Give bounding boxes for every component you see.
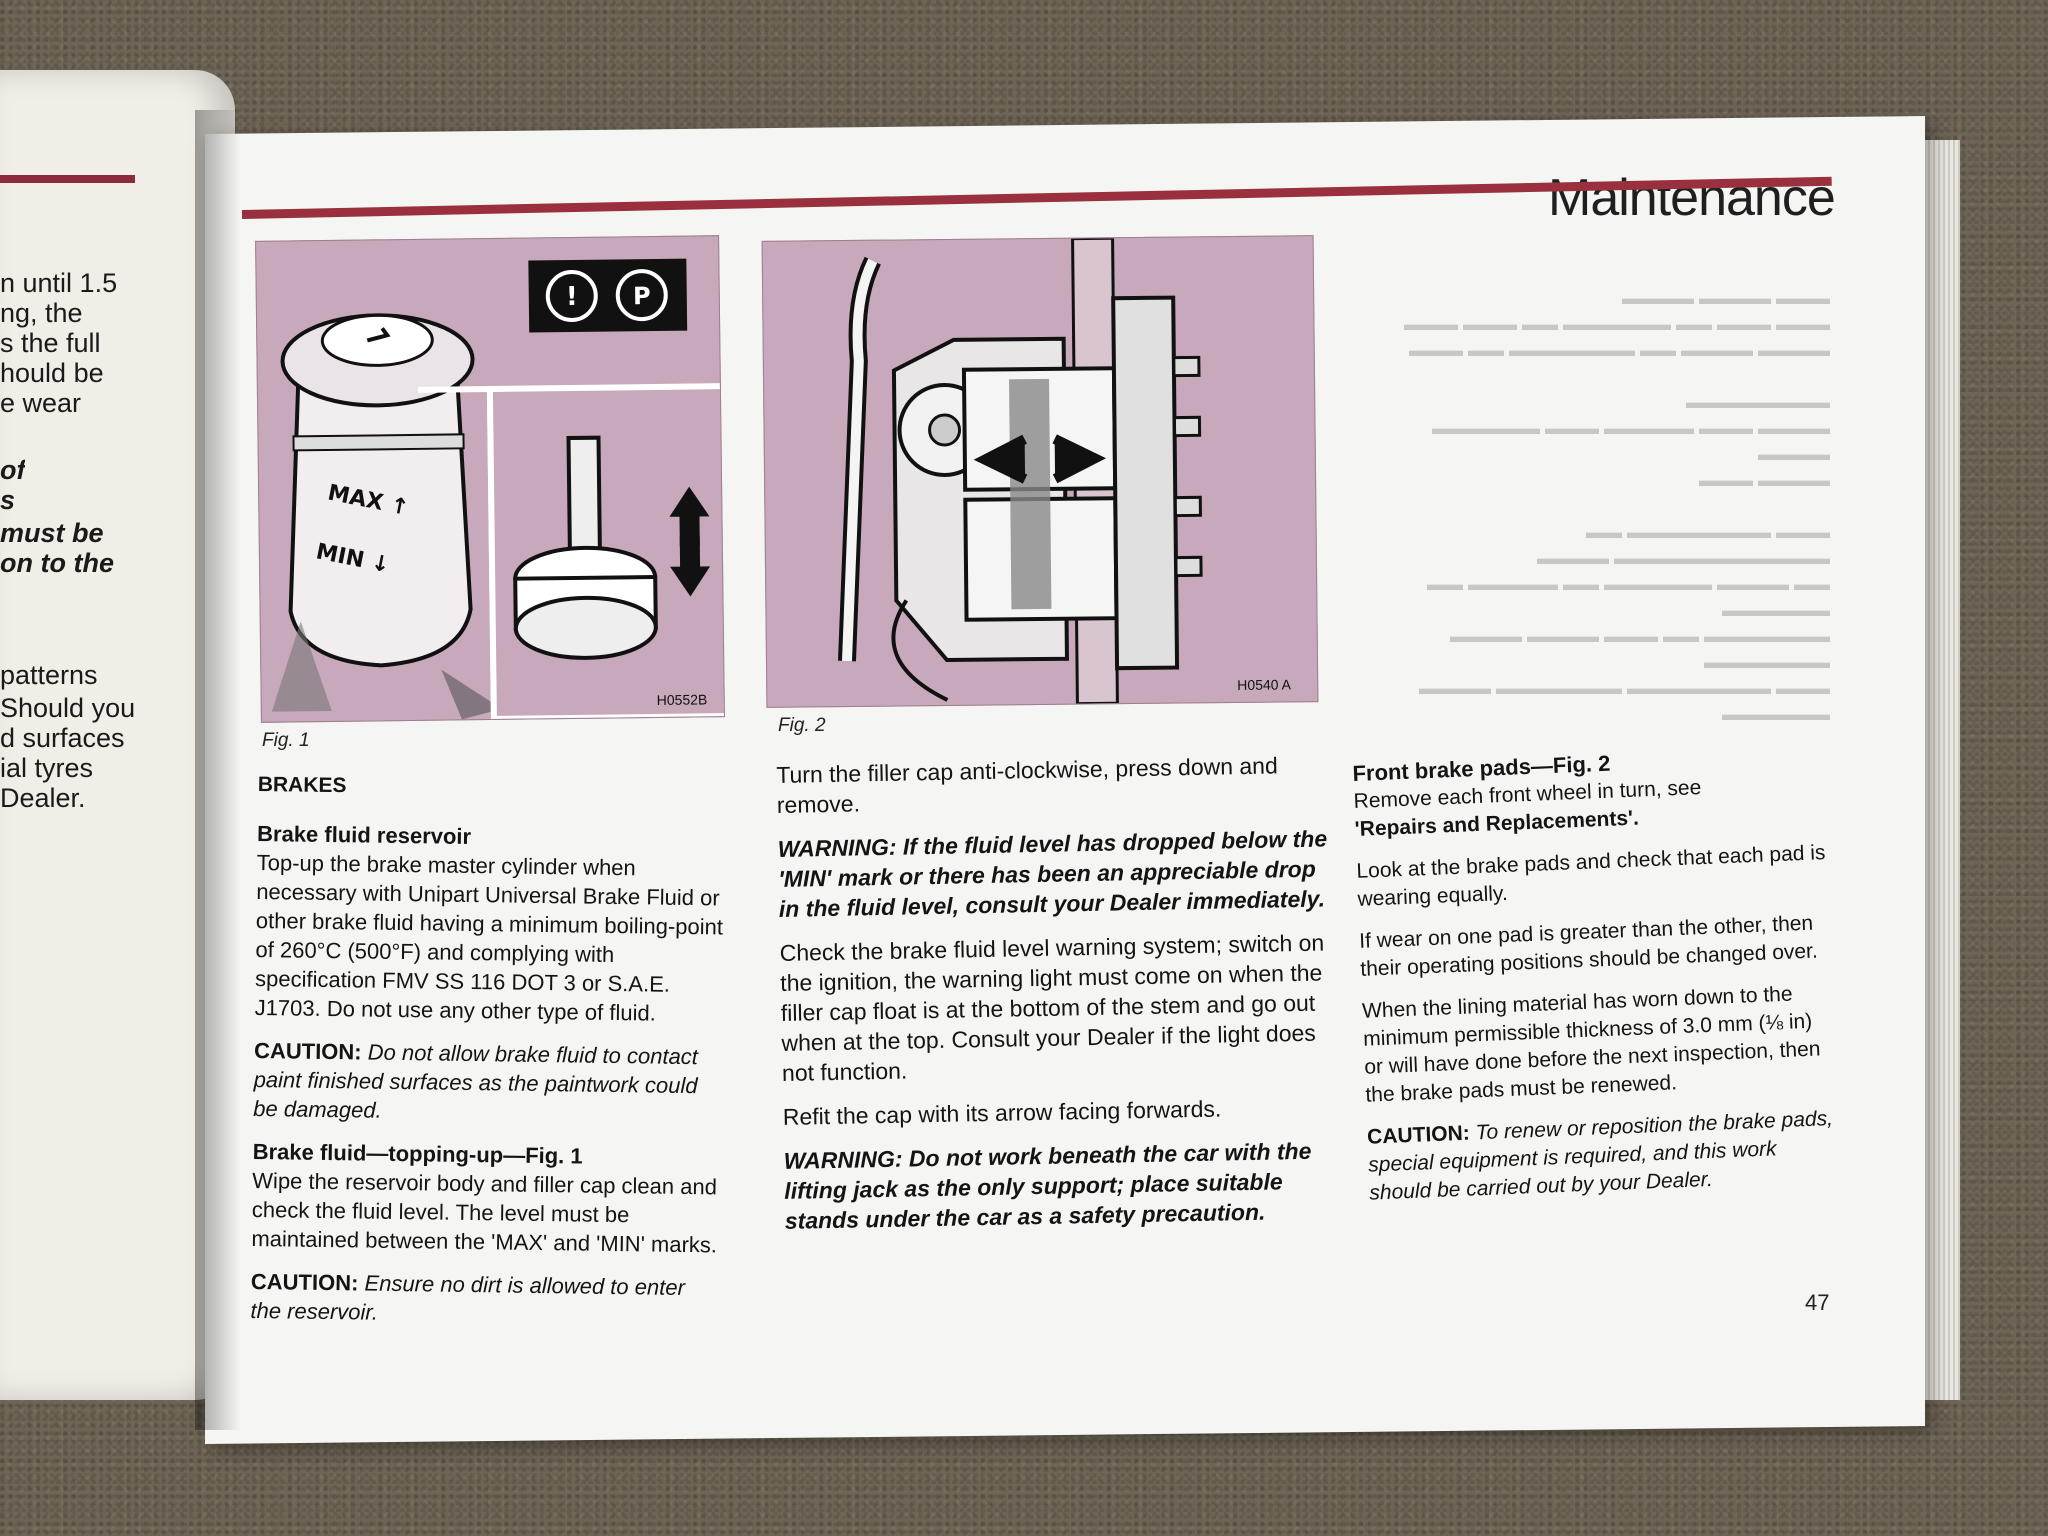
column-1: BRAKES Brake fluid reservoir Top-up the … [250, 770, 728, 1346]
parking-brake-icon [615, 269, 668, 322]
refit-cap-text: Refit the cap with its arrow facing forw… [782, 1095, 1222, 1130]
left-page-line: must be [0, 518, 104, 548]
warning-lamp-panel [528, 258, 688, 333]
left-page-line: ial tyres [0, 753, 94, 783]
left-page-line: s the full [0, 328, 101, 358]
bleed-through-text: ▬▬▬ ▬▬▬▬ ▬▬▬▬▬▬▬ ▬▬▬ ▬▬ ▬▬▬▬▬▬ ▬▬ ▬▬▬ ▬▬… [1403, 288, 1830, 724]
warning-system-check-text: Check the brake fluid level warning syst… [779, 929, 1325, 1086]
reservoir-text: Top-up the brake master cylinder when ne… [254, 849, 724, 1026]
page-number: 47 [1805, 1290, 1830, 1315]
left-page-line: d surfaces [0, 723, 125, 753]
warning-lifting-jack: WARNING: Do not work beneath the car wit… [783, 1137, 1312, 1234]
left-page-line: e wear [0, 388, 82, 418]
left-page-rule [0, 175, 135, 183]
topping-up-text: Wipe the reservoir body and filler cap c… [251, 1167, 718, 1258]
caution-2: CAUTION: Ensure no dirt is allowed to en… [250, 1268, 686, 1325]
warning-fluid-level: WARNING: If the fluid level has dropped … [777, 825, 1328, 922]
left-page-line: n until 1.5 [0, 268, 118, 298]
uneven-wear-text: If wear on one pad is greater than the o… [1358, 911, 1819, 981]
caution-pads: CAUTION: To renew or reposition the brak… [1366, 1106, 1834, 1205]
figure-1-caption: Fig. 1 [262, 730, 310, 751]
brake-warning-icon [545, 269, 598, 322]
book-binding-shadow [195, 110, 240, 1430]
pad-arrow-left-icon [973, 434, 1028, 484]
pad-arrow-right-icon [1052, 434, 1107, 484]
min-thickness-text: When the lining material has worn down t… [1361, 982, 1821, 1107]
left-page-line: patterns [0, 660, 98, 690]
left-page [0, 70, 235, 1400]
hub [1111, 295, 1180, 671]
svg-text:!: ! [566, 282, 578, 312]
figure-1-code: H0552B [656, 691, 708, 708]
reservoir-illustration: ! P MAX ↑ MIN ↓ [271, 258, 724, 722]
figure-2-caption: Fig. 2 [778, 715, 826, 736]
svg-text:P: P [633, 282, 651, 310]
left-page-line: Should you [0, 693, 136, 723]
brake-caliper-illustration [837, 236, 1203, 706]
column-2: Turn the filler cap anti-clockwise, pres… [776, 749, 1335, 1249]
left-page-line: on to the [0, 548, 114, 578]
caution-1: CAUTION: Do not allow brake fluid to con… [253, 1037, 699, 1123]
figure-1: ! P MAX ↑ MIN ↓ H0552B [255, 235, 725, 723]
figure-2-code: H0540 A [1237, 676, 1292, 693]
left-page-line: Dealer. [0, 783, 86, 813]
left-page-line: s [0, 485, 16, 515]
figure-2: H0540 A [761, 235, 1319, 708]
column-3: Front brake pads—Fig. 2 Remove each fron… [1352, 741, 1840, 1221]
section-heading: BRAKES [257, 772, 347, 798]
left-page-line: ng, the [0, 298, 83, 328]
down-arrow-icon [670, 536, 711, 597]
pad-wear-check-text: Look at the brake pads and check that ea… [1356, 841, 1826, 911]
left-page-line: hould be [0, 358, 104, 388]
cap-removal-text: Turn the filler cap anti-clockwise, pres… [776, 752, 1278, 818]
left-page-line: of [0, 455, 26, 485]
cap-arrow-icon [366, 327, 391, 343]
up-arrow-icon [669, 486, 710, 547]
